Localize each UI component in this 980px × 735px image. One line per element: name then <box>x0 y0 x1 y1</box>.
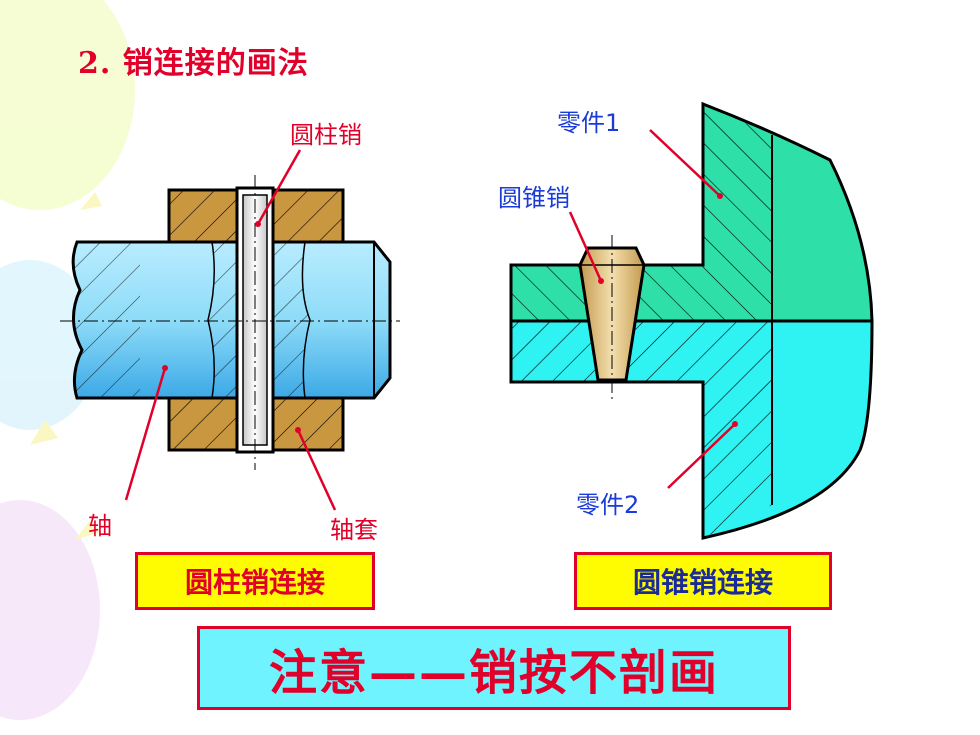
taper-pin-figure <box>509 101 874 540</box>
label-taper-pin: 圆锥销 <box>498 184 570 212</box>
label-part2: 零件2 <box>576 491 640 519</box>
cylindrical-pin-figure <box>60 149 400 511</box>
label-shaft: 轴 <box>88 512 112 540</box>
caption-cylindrical-pin: 圆柱销连接 <box>135 552 375 610</box>
label-sleeve: 轴套 <box>330 516 378 544</box>
caption-taper-pin: 圆锥销连接 <box>574 552 832 610</box>
note-banner: 注意——销按不剖画 <box>197 626 791 710</box>
label-cylindrical-pin: 圆柱销 <box>290 121 362 149</box>
label-part1: 零件1 <box>557 109 621 137</box>
page-title: 2. 销连接的画法 <box>78 46 309 81</box>
